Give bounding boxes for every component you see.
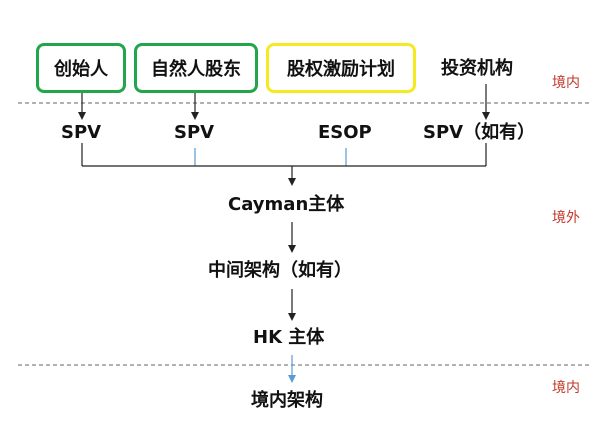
individual-shareholder-box: 自然人股东 bbox=[134, 43, 258, 93]
zone-label-domestic-top: 境内 bbox=[552, 75, 580, 91]
equity-incentive-plan-box: 股权激励计划 bbox=[266, 43, 416, 93]
esop-label: ESOP bbox=[318, 122, 372, 143]
individual-shareholder-label: 自然人股东 bbox=[151, 59, 241, 80]
zone-label-offshore: 境外 bbox=[552, 210, 580, 226]
founder-label: 创始人 bbox=[54, 59, 108, 80]
founder-box: 创始人 bbox=[36, 43, 126, 93]
cayman-entity-label: Cayman主体 bbox=[228, 194, 345, 215]
spv-investor-label: SPV（如有） bbox=[423, 122, 536, 143]
investors-label: 投资机构 bbox=[441, 58, 513, 79]
zone-label-domestic-bottom: 境内 bbox=[552, 380, 580, 396]
intermediate-structure-label: 中间架构（如有） bbox=[208, 260, 352, 281]
equity-incentive-plan-label: 股权激励计划 bbox=[287, 59, 395, 80]
domestic-structure-label: 境内架构 bbox=[251, 390, 323, 411]
spv-shareholder-label: SPV bbox=[174, 122, 215, 143]
spv-founder-label: SPV bbox=[61, 122, 102, 143]
hk-entity-label: HK 主体 bbox=[253, 327, 325, 348]
